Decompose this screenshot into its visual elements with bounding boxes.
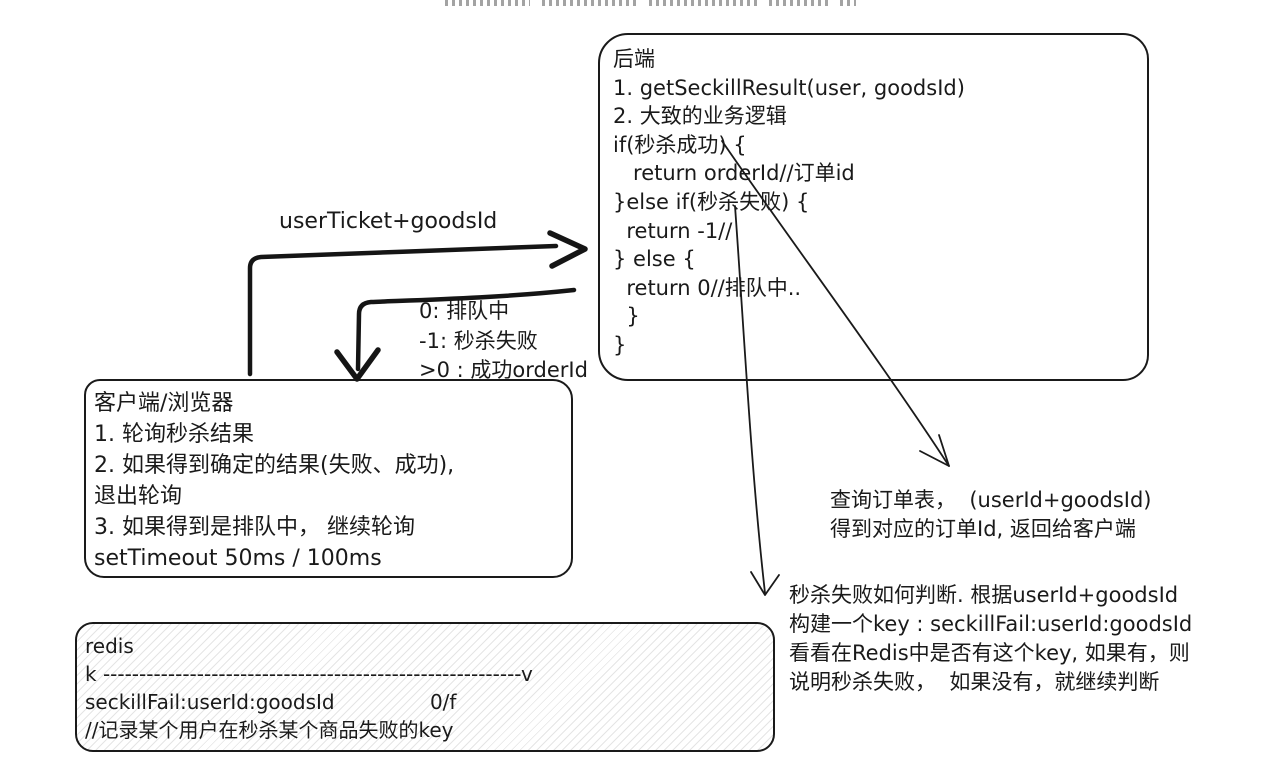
text-line: 秒杀失败如何判断. 根据userId+goodsId — [789, 583, 1179, 607]
text-line: 退出轮询 — [94, 484, 183, 509]
redis-comment-line: //记录某个用户在秒杀某个商品失败的key — [85, 718, 454, 742]
redis-key-value-line: seckillFail:userId:goodsId 0/f — [85, 690, 457, 714]
request-arrow-label: userTicket+goodsId — [279, 209, 498, 234]
text-line: if(秒杀成功) { — [613, 132, 747, 157]
clipped-text-segment — [840, 0, 856, 6]
order-query-note: 查询订单表， (userId+goodsId) 得到对应的订单Id, 返回给客户… — [830, 486, 1151, 544]
order-query-arrowhead-icon — [919, 434, 950, 467]
fail-check-arrowhead-icon — [750, 571, 780, 596]
client-box: 客户端/浏览器 1. 轮询秒杀结果 2. 如果得到确定的结果(失败、成功), 退… — [84, 379, 573, 578]
response-arrowhead-icon — [334, 347, 381, 382]
text-line: 1. getSeckillResult(user, goodsId) — [613, 75, 965, 100]
text-line: 2. 如果得到确定的结果(失败、成功), — [94, 453, 455, 478]
redis-title: redis — [85, 634, 134, 658]
text-line: 看看在Redis中是否有这个key, 如果有，则 — [789, 641, 1190, 665]
clipped-text-segment — [769, 0, 829, 6]
legend-fail: -1: 秒杀失败 — [419, 328, 538, 353]
clipped-text-segment — [542, 0, 637, 6]
response-legend: 0: 排队中 -1: 秒杀失败 >0 : 成功orderId — [419, 297, 588, 386]
text-line: return 0//排队中.. — [613, 275, 802, 300]
legend-success: >0 : 成功orderId — [419, 358, 588, 382]
text-line: 2. 大致的业务逻辑 — [613, 104, 787, 129]
backend-box: 后端 1. getSeckillResult(user, goodsId) 2.… — [598, 33, 1149, 381]
text-line: } — [613, 304, 640, 329]
redis-box: redis k --------------------------------… — [75, 622, 775, 752]
text-line: return orderId//订单id — [613, 161, 855, 186]
text-line: } — [613, 332, 627, 357]
text-line: 查询订单表， (userId+goodsId) — [830, 488, 1152, 512]
legend-queueing: 0: 排队中 — [419, 299, 510, 323]
text-line: 构建一个key : seckillFail:userId:goodsId — [789, 612, 1193, 636]
clipped-text-segment — [445, 0, 530, 6]
text-line: 说明秒杀失败， 如果没有，就继续判断 — [789, 670, 1160, 694]
fail-check-note: 秒杀失败如何判断. 根据userId+goodsId 构建一个key : sec… — [789, 581, 1192, 697]
text-line: } else { — [613, 247, 696, 272]
backend-title: 后端 — [613, 47, 655, 71]
text-line: 得到对应的订单Id, 返回给客户端 — [830, 517, 1136, 541]
text-line: 3. 如果得到是排队中， 继续轮询 — [94, 515, 415, 540]
request-arrowhead-icon — [547, 230, 588, 269]
text-line: return -1// — [613, 218, 733, 243]
clipped-text-segment — [649, 0, 757, 6]
text-line: 1. 轮询秒杀结果 — [94, 422, 254, 447]
text-line: setTimeout 50ms / 100ms — [94, 546, 382, 571]
redis-key-arrow-line: k --------------------------------------… — [85, 662, 533, 686]
client-title: 客户端/浏览器 — [94, 391, 234, 416]
text-line: }else if(秒杀失败) { — [613, 189, 810, 214]
